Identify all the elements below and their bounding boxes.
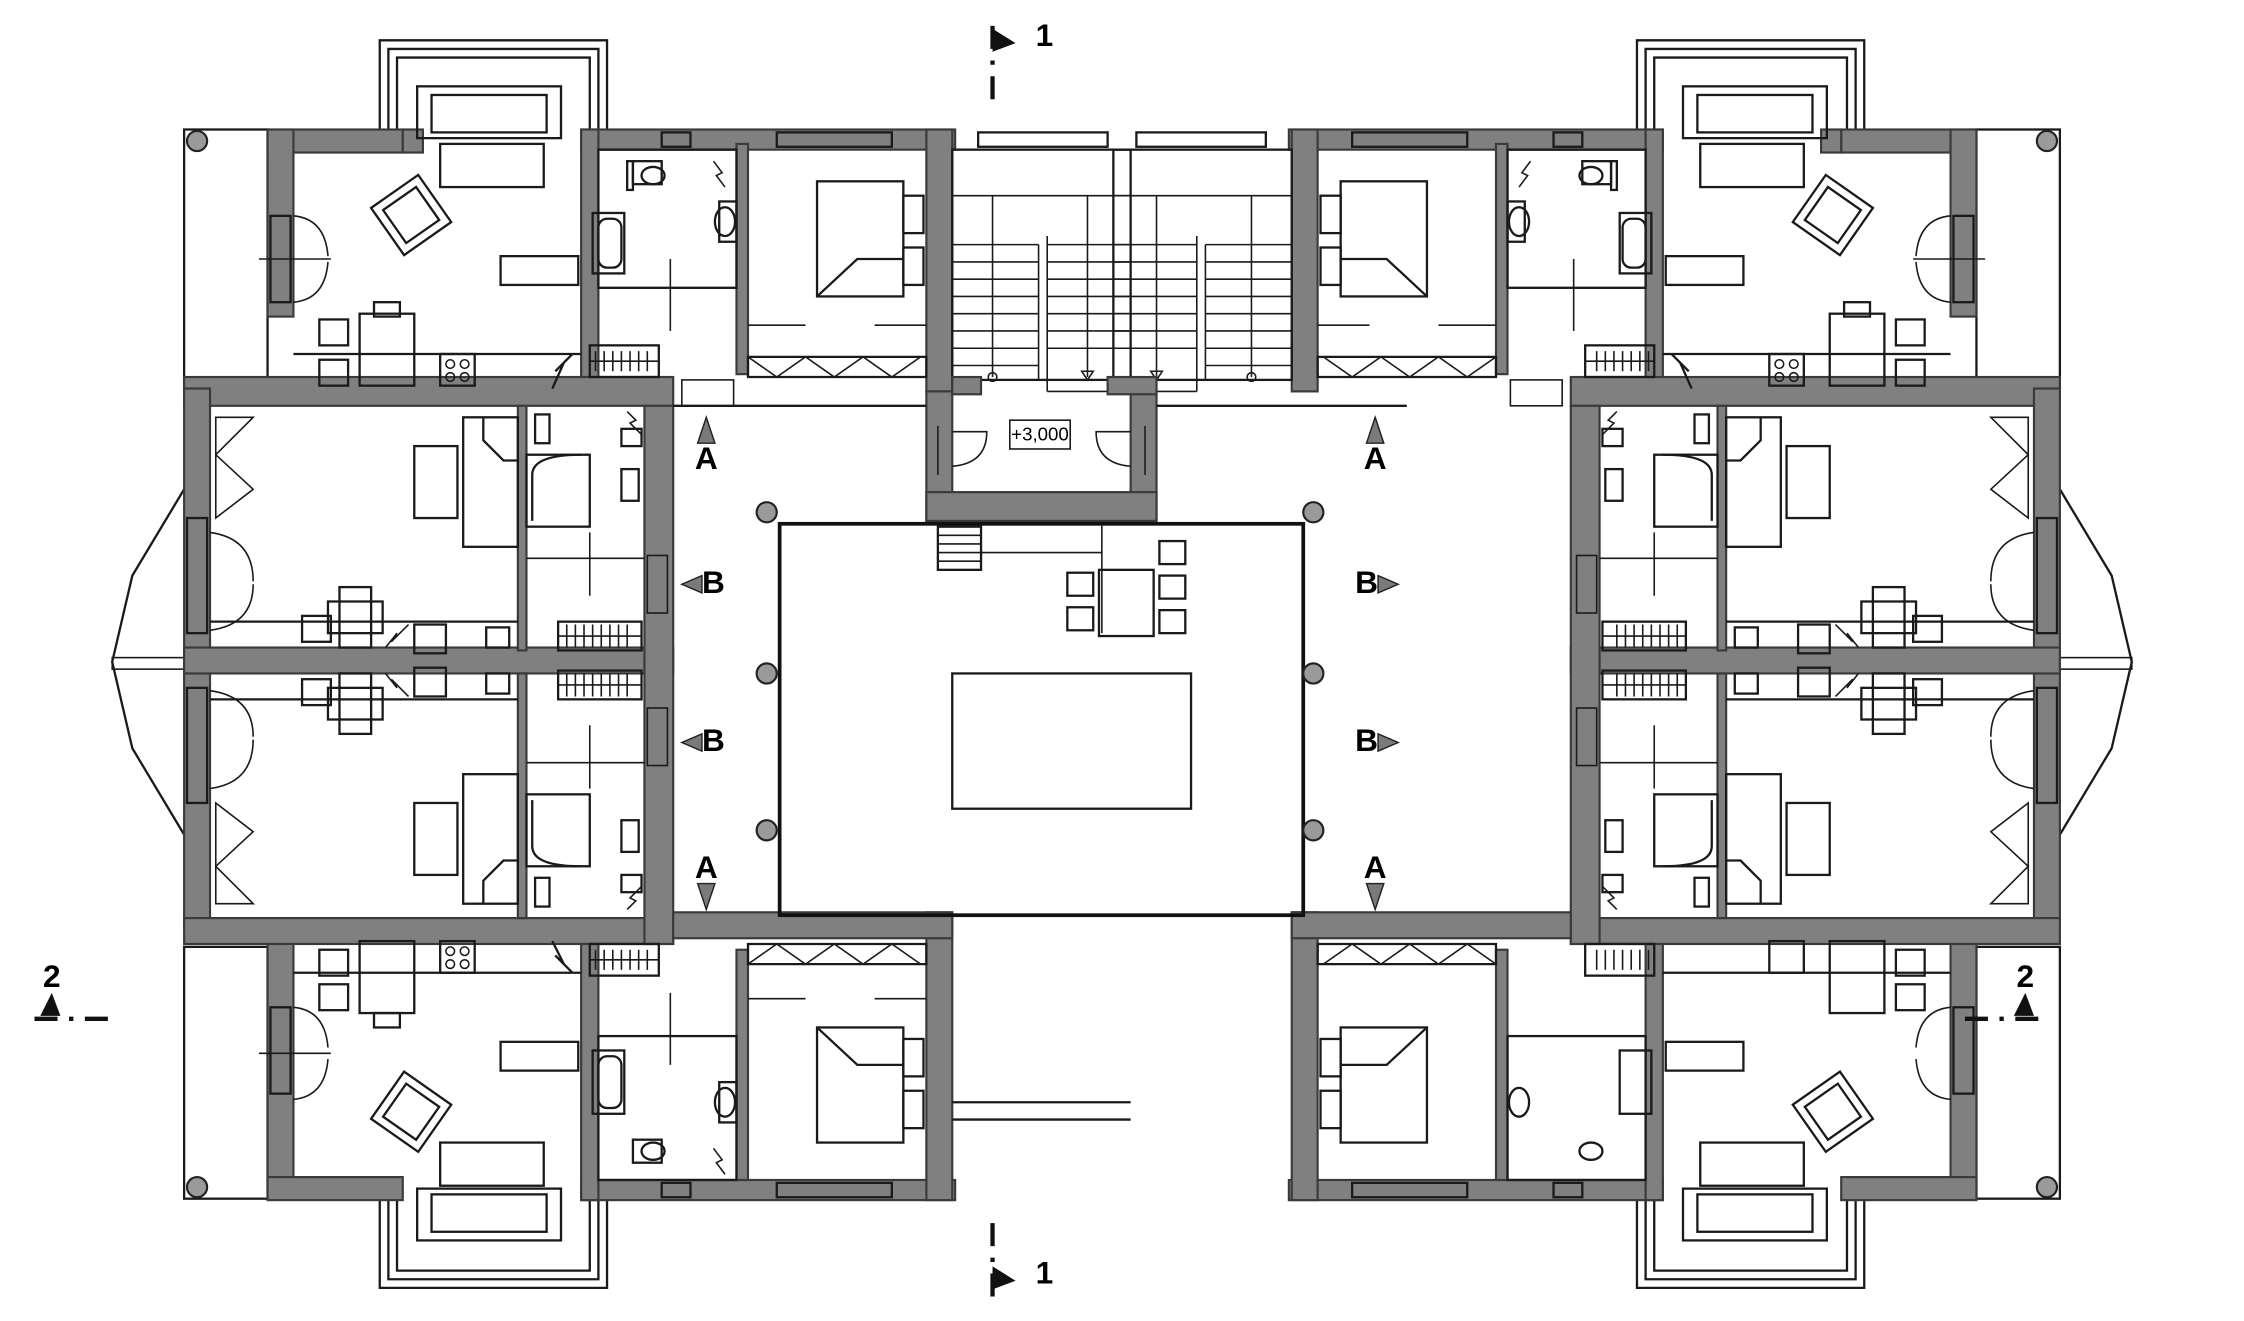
section-label: 2 bbox=[43, 958, 61, 994]
section-label: 2 bbox=[2017, 958, 2035, 994]
section-label: 1 bbox=[1036, 17, 1054, 53]
bottom-left-apartment bbox=[258, 939, 928, 1242]
central-lobby: +3,000 bbox=[673, 375, 1407, 1121]
entry-label-b: B bbox=[1355, 564, 1378, 600]
section-label: 1 bbox=[1036, 1255, 1054, 1291]
entry-label-a: A bbox=[1364, 440, 1387, 476]
entry-label-a: A bbox=[695, 440, 718, 476]
side-apartments bbox=[209, 410, 669, 655]
level-mark: +3,000 bbox=[1011, 423, 1069, 444]
entry-label-b: B bbox=[702, 564, 725, 600]
entry-label-a: A bbox=[695, 849, 718, 885]
entry-label-a: A bbox=[1364, 849, 1387, 885]
entry-label-b: B bbox=[702, 722, 725, 758]
entry-markers: A A B B B B A A bbox=[680, 415, 1401, 912]
left-wing bbox=[111, 39, 1132, 1290]
entry-label-b: B bbox=[1355, 722, 1378, 758]
section-marks: 1 1 2 2 bbox=[34, 17, 2046, 1304]
